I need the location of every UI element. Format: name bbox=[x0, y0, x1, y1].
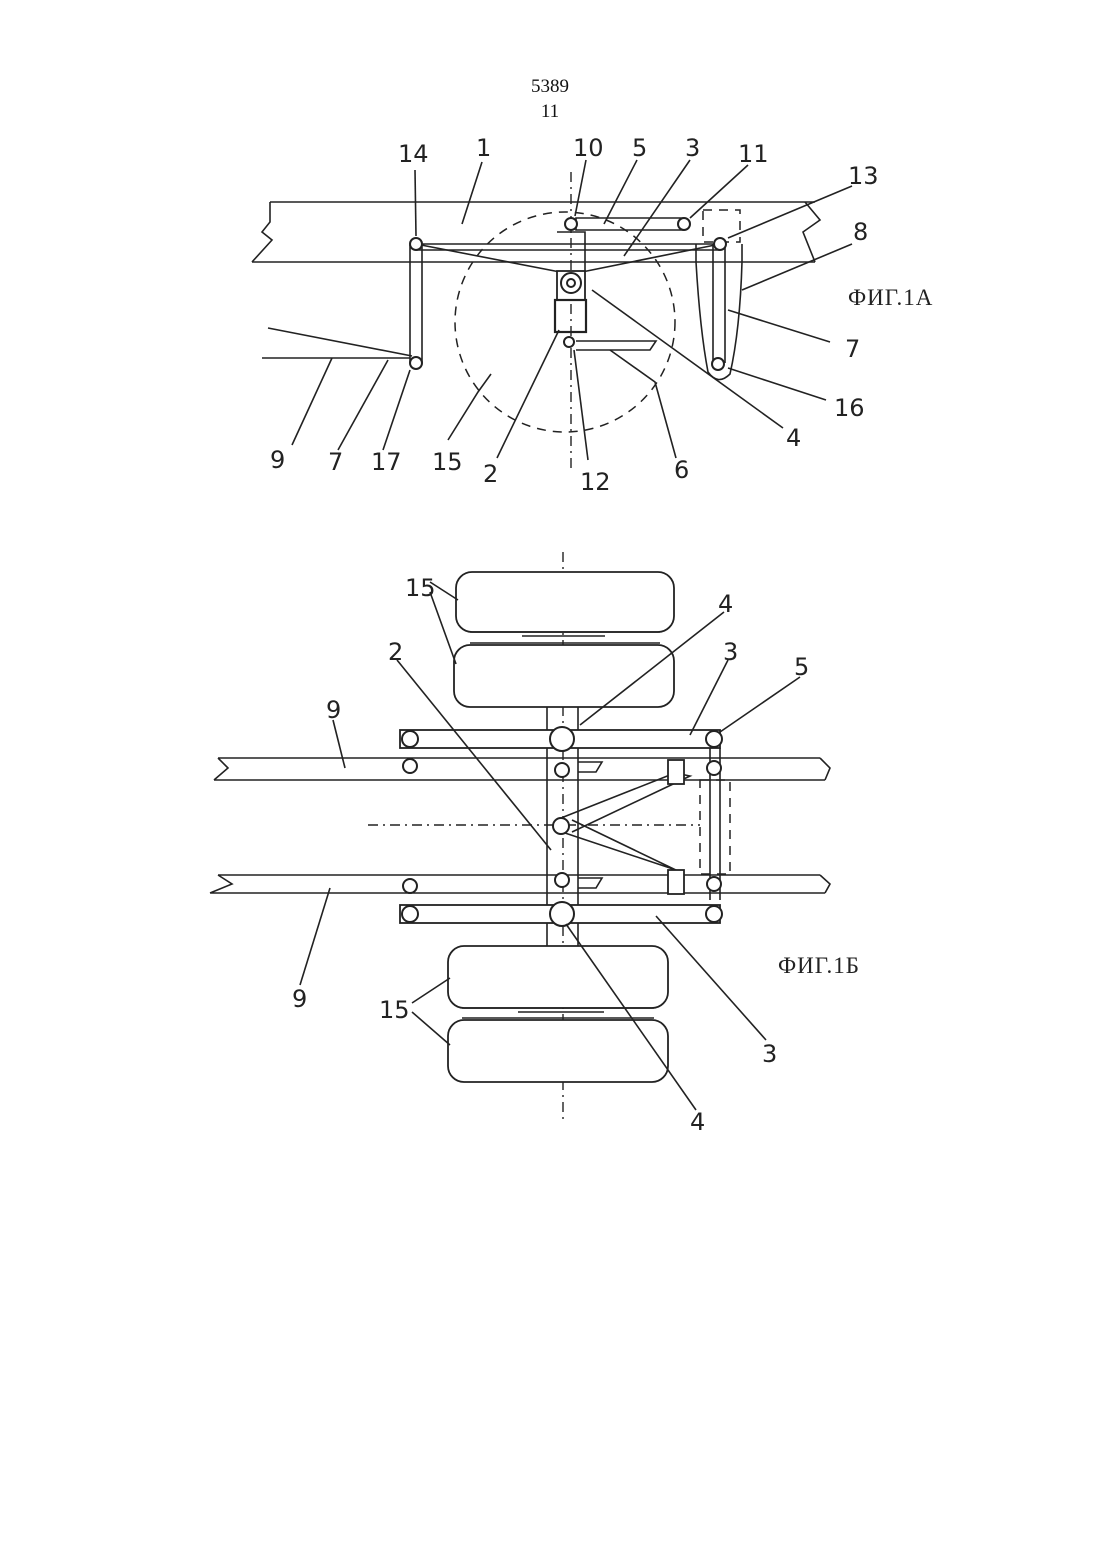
label-10: 10 bbox=[573, 134, 604, 162]
v-link-pivot bbox=[553, 818, 569, 834]
label-16: 16 bbox=[834, 394, 865, 422]
label-11: 11 bbox=[738, 140, 769, 168]
wheel-outline bbox=[455, 212, 675, 432]
pin-right-bottom bbox=[706, 906, 722, 922]
label-9: 9 bbox=[270, 446, 285, 474]
label-14: 14 bbox=[398, 140, 429, 168]
axle-stub-top bbox=[578, 762, 602, 772]
lower-link bbox=[576, 341, 656, 350]
v-link-top-lug bbox=[668, 760, 684, 784]
frame-rail-top bbox=[214, 758, 830, 780]
label-9-top: 9 bbox=[326, 696, 341, 724]
pin-16 bbox=[712, 358, 724, 370]
pin-left-top bbox=[402, 731, 418, 747]
pivot-4-top bbox=[550, 727, 574, 751]
label-7-right: 7 bbox=[845, 335, 860, 363]
pin-rail-left-top bbox=[403, 759, 417, 773]
label-4-bottom: 4 bbox=[690, 1108, 705, 1136]
label-3-top: 3 bbox=[723, 638, 738, 666]
pin-rail-center-top bbox=[555, 763, 569, 777]
shock-absorber-outline bbox=[700, 780, 730, 874]
equalizer-beam bbox=[416, 244, 720, 274]
drawbar-upper bbox=[268, 328, 412, 356]
pin-shock-top bbox=[707, 761, 721, 775]
label-3-bottom: 3 bbox=[762, 1040, 777, 1068]
label-9-bottom: 9 bbox=[292, 985, 307, 1013]
pin-10 bbox=[565, 218, 577, 230]
label-2: 2 bbox=[388, 638, 403, 666]
figure-1b-caption: ФИГ.1Б bbox=[778, 953, 860, 978]
label-8: 8 bbox=[853, 218, 868, 246]
frame-break-right bbox=[803, 202, 820, 262]
pin-11 bbox=[678, 218, 690, 230]
wheel-top-hub bbox=[470, 632, 660, 643]
label-12: 12 bbox=[580, 468, 611, 496]
label-7-left: 7 bbox=[328, 448, 343, 476]
label-4: 4 bbox=[786, 424, 801, 452]
pin-17 bbox=[410, 357, 422, 369]
pin-rail-left-bottom bbox=[403, 879, 417, 893]
wheel-bottom-inner bbox=[448, 946, 668, 1008]
label-5: 5 bbox=[632, 134, 647, 162]
label-15-top: 15 bbox=[405, 574, 436, 602]
label-6: 6 bbox=[674, 456, 689, 484]
frame-rail-bottom bbox=[210, 875, 830, 893]
v-link-lower bbox=[556, 820, 680, 872]
pin-shock-bottom bbox=[707, 877, 721, 891]
label-4-top: 4 bbox=[718, 590, 733, 618]
v-link-bottom-lug bbox=[668, 870, 684, 894]
frame-break-left bbox=[252, 202, 272, 262]
wheel-top-inner bbox=[454, 645, 674, 707]
label-13: 13 bbox=[848, 162, 879, 190]
label-3: 3 bbox=[685, 134, 700, 162]
figure-1a-caption: ФИГ.1А bbox=[848, 285, 933, 310]
figure-1a: 14 1 10 5 3 11 13 8 7 16 4 6 12 2 15 17 … bbox=[252, 134, 933, 496]
leader-lines-1a bbox=[292, 160, 852, 460]
pin-13 bbox=[714, 238, 726, 250]
label-15: 15 bbox=[432, 448, 463, 476]
upper-link bbox=[576, 218, 683, 230]
wheel-top-outer bbox=[456, 572, 674, 632]
label-5: 5 bbox=[794, 653, 809, 681]
pin-rail-center-bottom bbox=[555, 873, 569, 887]
pin-right-top bbox=[706, 731, 722, 747]
label-2: 2 bbox=[483, 460, 498, 488]
label-17: 17 bbox=[371, 448, 402, 476]
pin-14 bbox=[410, 238, 422, 250]
label-1: 1 bbox=[476, 134, 491, 162]
pivot-4-inner bbox=[567, 279, 575, 287]
pin-12 bbox=[564, 337, 574, 347]
pin-left-bottom bbox=[402, 906, 418, 922]
wheel-bottom-outer bbox=[448, 1020, 668, 1082]
figure-1b: 15 4 2 3 5 9 9 15 3 4 ФИГ.1Б bbox=[210, 552, 860, 1136]
pivot-4-bottom bbox=[550, 902, 574, 926]
axle-stub-bottom bbox=[578, 878, 602, 888]
label-15-bottom: 15 bbox=[379, 996, 410, 1024]
